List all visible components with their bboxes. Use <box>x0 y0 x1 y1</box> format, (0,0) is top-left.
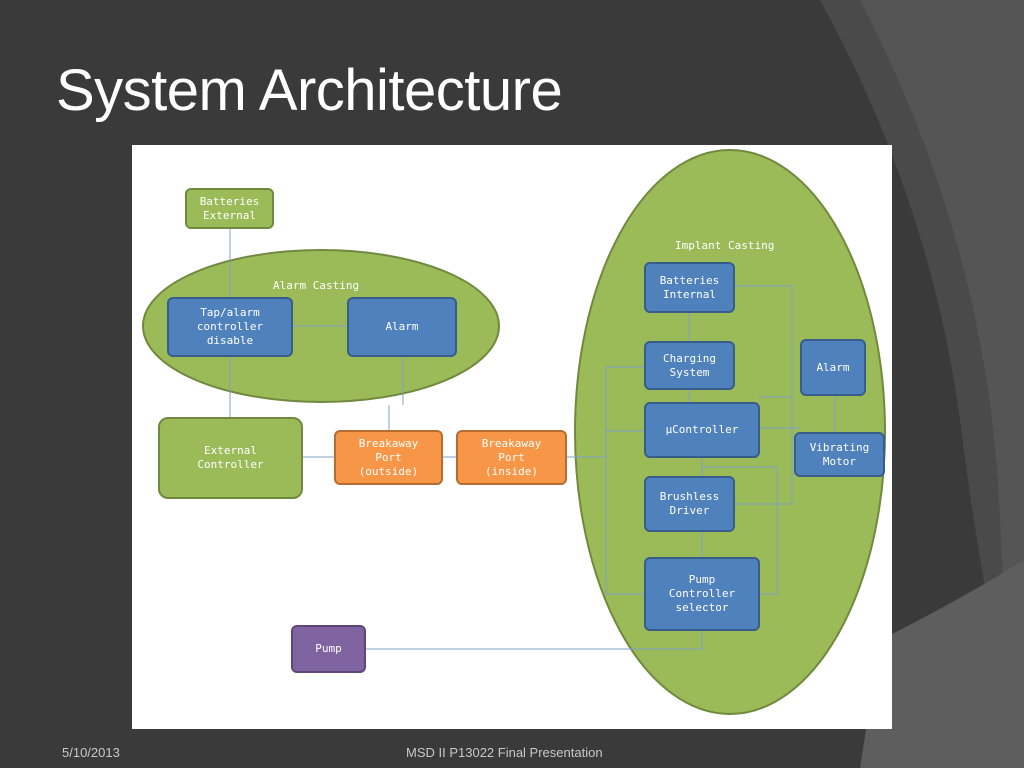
vibrating-motor-block: Vibrating Motor <box>794 432 885 477</box>
footer-presentation-title: MSD II P13022 Final Presentation <box>406 745 603 760</box>
alarm-casting-label: Alarm Casting <box>273 279 360 292</box>
footer-date: 5/10/2013 <box>62 745 120 760</box>
implant-alarm-block: Alarm <box>800 339 866 396</box>
charging-system-block: Charging System <box>644 341 735 390</box>
architecture-diagram: Alarm Casting Implant Casting Batteries … <box>132 145 892 729</box>
breakaway-port-inside-block: Breakaway Port (inside) <box>456 430 567 485</box>
microcontroller-block: µController <box>644 402 760 458</box>
brushless-driver-block: Brushless Driver <box>644 476 735 532</box>
alarm-casting-alarm-block: Alarm <box>347 297 457 357</box>
pump-controller-selector-block: Pump Controller selector <box>644 557 760 631</box>
batteries-internal-block: Batteries Internal <box>644 262 735 313</box>
pump-block: Pump <box>291 625 366 673</box>
slide-title: System Architecture <box>56 58 563 123</box>
breakaway-port-outside-block: Breakaway Port (outside) <box>334 430 443 485</box>
tap-alarm-controller-block: Tap/alarm controller disable <box>167 297 293 357</box>
batteries-external-block: Batteries External <box>185 188 274 229</box>
external-controller-block: External Controller <box>158 417 303 499</box>
implant-casting-label: Implant Casting <box>675 239 775 252</box>
connectors <box>229 229 836 650</box>
